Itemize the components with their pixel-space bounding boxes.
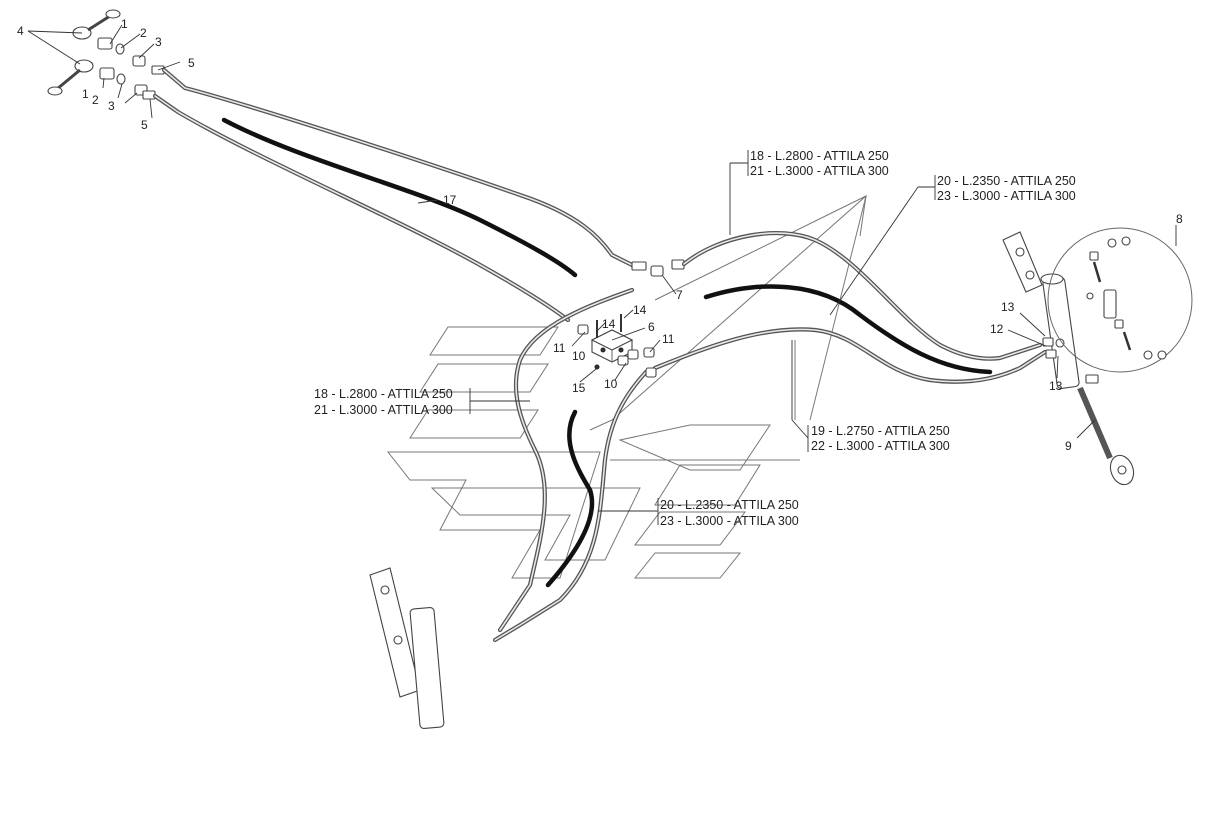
fitting-7 xyxy=(631,259,685,277)
label-5-lower: 5 xyxy=(141,118,148,132)
machine-frame-outline xyxy=(386,194,867,579)
hose-18-21-right xyxy=(681,230,1043,361)
hose-19-22 xyxy=(652,327,1048,384)
hose-18-21-left xyxy=(497,287,635,633)
coupler-group xyxy=(47,9,165,100)
callout-18-mid: 18 - L.2800 - ATTILA 250 xyxy=(314,387,453,401)
callout-18-top: 18 - L.2800 - ATTILA 250 xyxy=(750,149,889,163)
label-13-lower: 13 xyxy=(1049,379,1063,393)
label-8: 8 xyxy=(1176,212,1183,226)
part-numbers: 4 1 2 3 5 1 2 3 5 17 7 14 14 6 11 10 11 … xyxy=(17,17,1183,453)
label-1-upper: 1 xyxy=(121,17,128,31)
valve-block-6 xyxy=(577,314,657,378)
callout-22-right: 22 - L.3000 - ATTILA 300 xyxy=(811,439,950,453)
label-4: 4 xyxy=(17,24,24,38)
hose-callouts: 18 - L.2800 - ATTILA 250 21 - L.3000 - A… xyxy=(314,149,1076,528)
black-hose-left xyxy=(545,409,595,588)
detail-8 xyxy=(1047,227,1193,373)
callout-23-bottom: 23 - L.3000 - ATTILA 300 xyxy=(660,514,799,528)
label-2-lower: 2 xyxy=(92,93,99,107)
label-1-lower: 1 xyxy=(82,87,89,101)
hose-5-upper xyxy=(161,67,635,268)
callout-20-top: 20 - L.2350 - ATTILA 250 xyxy=(937,174,1076,188)
label-14-left: 14 xyxy=(602,317,616,331)
callout-19-right: 19 - L.2750 - ATTILA 250 xyxy=(811,424,950,438)
label-3-upper: 3 xyxy=(155,35,162,49)
callout-21-top: 21 - L.3000 - ATTILA 300 xyxy=(750,164,889,178)
label-12: 12 xyxy=(990,322,1004,336)
label-14-right: 14 xyxy=(633,303,647,317)
hose-5-lower xyxy=(152,93,571,323)
label-17: 17 xyxy=(443,193,457,207)
label-6: 6 xyxy=(648,320,655,334)
leader-lines xyxy=(27,24,1177,525)
hose-20-23-left xyxy=(492,369,649,643)
label-7: 7 xyxy=(676,288,683,302)
label-10-right: 10 xyxy=(604,377,618,391)
hose-17 xyxy=(221,117,578,278)
label-10-left: 10 xyxy=(572,349,586,363)
black-hose-right xyxy=(703,284,993,375)
label-11-right: 11 xyxy=(662,332,675,346)
label-9: 9 xyxy=(1065,439,1072,453)
callout-21-mid: 21 - L.3000 - ATTILA 300 xyxy=(314,403,453,417)
label-5-upper: 5 xyxy=(188,56,195,70)
label-3-lower: 3 xyxy=(108,99,115,113)
label-15: 15 xyxy=(572,381,586,395)
callout-20-bottom: 20 - L.2350 - ATTILA 250 xyxy=(660,498,799,512)
callout-23-top: 23 - L.3000 - ATTILA 300 xyxy=(937,189,1076,203)
label-2-upper: 2 xyxy=(140,26,147,40)
label-11-left: 11 xyxy=(553,341,566,355)
cylinder-left xyxy=(369,567,445,730)
cylinder-9-right xyxy=(1002,231,1135,486)
label-13-upper: 13 xyxy=(1001,300,1015,314)
